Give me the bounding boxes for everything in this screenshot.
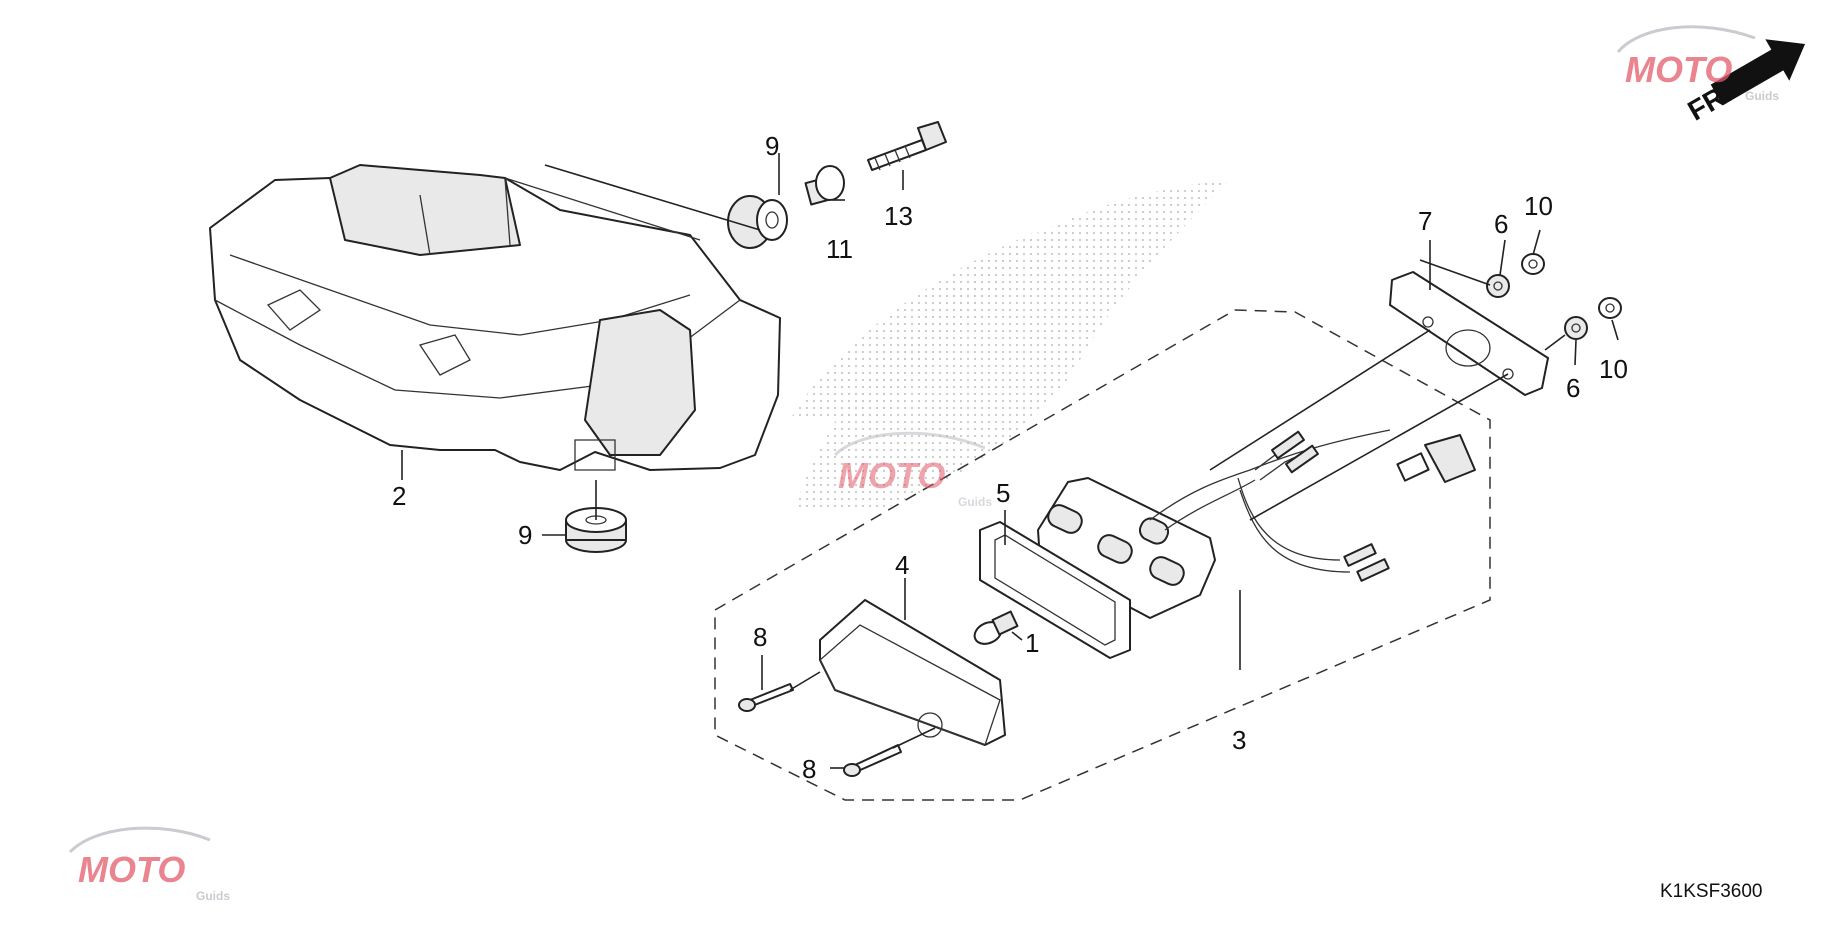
watermark-bottom-word: MOTO: [78, 849, 185, 890]
watermark-bottom-sub: Guids: [196, 889, 230, 903]
callout-9-lower: 9: [518, 520, 532, 550]
callout-6-upper: 6: [1494, 209, 1508, 239]
washer-6-lower: [1564, 316, 1588, 340]
screw-8-upper: [738, 683, 794, 712]
tail-light-housing: [209, 164, 781, 471]
callout-10-upper: 10: [1524, 191, 1553, 221]
callout-9-upper: 9: [765, 131, 779, 161]
bulb-1: [973, 610, 1019, 645]
callout-1: 1: [1025, 628, 1039, 658]
license-light-base: [1037, 429, 1476, 619]
plate-gasket-7: [1389, 271, 1549, 396]
callout-8-upper: 8: [753, 622, 767, 652]
drawing-code: K1KSF3600: [1660, 881, 1762, 902]
callout-5: 5: [996, 478, 1010, 508]
grommet-upper: [727, 195, 788, 249]
callout-13: 13: [884, 201, 913, 231]
watermark-logo-top: MOTO Guids: [1616, 25, 1779, 103]
watermark-center-word: MOTO: [838, 455, 945, 496]
nut-10-lower: [1598, 297, 1622, 319]
callout-7: 7: [1418, 206, 1432, 236]
watermark-top-sub: Guids: [1745, 89, 1779, 103]
watermark-center-sub: Guids: [958, 495, 992, 509]
screw-8-lower: [843, 744, 902, 777]
callout-8-lower: 8: [802, 754, 816, 784]
collar-11: [804, 165, 845, 206]
watermark-logo-bottom: MOTO Guids: [68, 826, 230, 903]
callout-11: 11: [826, 234, 853, 264]
callout-2: 2: [392, 481, 406, 511]
watermark-logo-center: MOTO Guids: [833, 431, 992, 509]
callout-numbers: 9 11 13 2 9 4 5 1 3 7 6 10 6 10 8 8: [392, 131, 1628, 784]
assembly-3-boundary: [714, 309, 1491, 801]
callout-10-lower: 10: [1599, 354, 1628, 384]
stipple-wing-emblem: [790, 180, 1230, 510]
callout-3: 3: [1232, 725, 1246, 755]
watermark-top-word: MOTO: [1625, 49, 1732, 90]
callout-4: 4: [895, 550, 909, 580]
nut-10-upper: [1521, 253, 1545, 275]
bolt-13: [867, 121, 947, 171]
washer-6-upper: [1486, 274, 1510, 298]
leader-lines: [401, 153, 1619, 769]
lens-cover-4: [819, 599, 1006, 746]
callout-6-lower: 6: [1566, 373, 1580, 403]
